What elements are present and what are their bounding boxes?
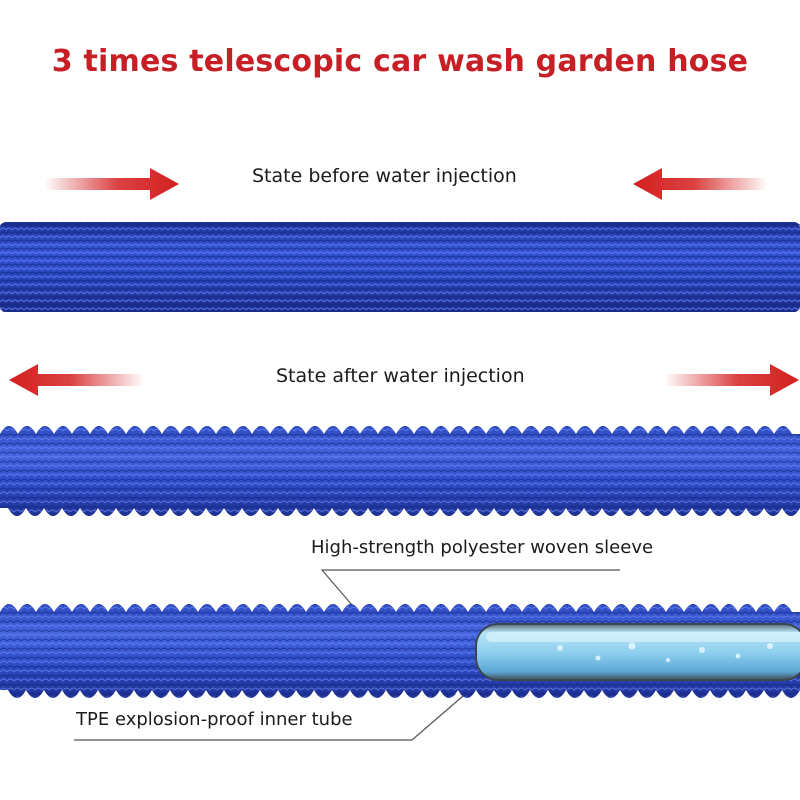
arrow-right-icon [664, 364, 799, 396]
caption-inner-tube: TPE explosion-proof inner tube [76, 709, 353, 730]
arrow-left-icon [9, 364, 144, 396]
caption-woven-sleeve: High-strength polyester woven sleeve [311, 537, 654, 558]
caption-before-water: State before water injection [252, 165, 517, 187]
hose-compressed [0, 218, 800, 316]
hose-expanded [0, 418, 800, 524]
caption-after-water: State after water injection [276, 365, 525, 387]
arrow-left-icon [633, 168, 768, 200]
headline-title: 3 times telescopic car wash garden hose [51, 44, 749, 79]
arrow-right-icon [44, 168, 179, 200]
hose-cutaway [0, 596, 800, 706]
